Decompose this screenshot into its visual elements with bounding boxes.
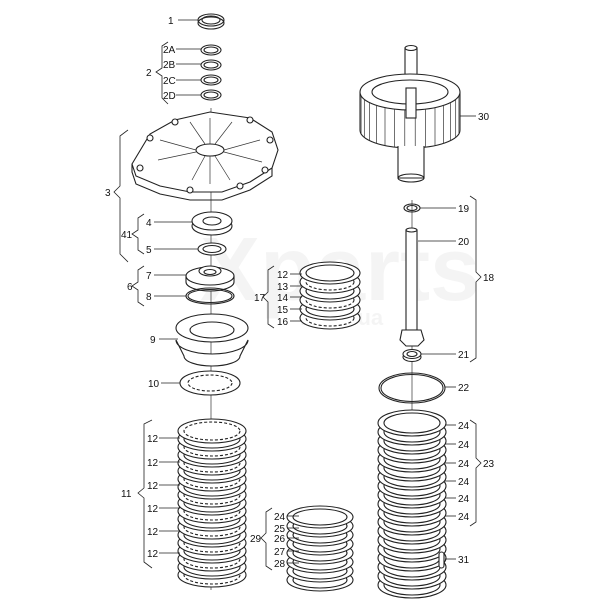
callout-12[interactable]: 12 <box>147 527 159 538</box>
callout-31[interactable]: 31 <box>458 555 470 566</box>
callout-2c[interactable]: 2C <box>163 76 176 87</box>
callout-24[interactable]: 24 <box>274 512 286 523</box>
callout-22[interactable]: 22 <box>458 383 470 394</box>
clutch-plate <box>299 261 361 285</box>
clutch-plate-inner <box>183 421 241 441</box>
callout-12[interactable]: 12 <box>147 481 159 492</box>
part-4-bearing[interactable] <box>191 211 233 236</box>
callout-17[interactable]: 17 <box>254 293 266 304</box>
callout-4[interactable]: 4 <box>146 218 152 229</box>
clutch-plate-inner <box>292 508 348 526</box>
part-3-housing[interactable] <box>131 111 279 201</box>
callout-6[interactable]: 6 <box>127 282 133 293</box>
callout-12[interactable]: 12 <box>277 270 289 281</box>
callout-24[interactable]: 24 <box>458 494 470 505</box>
callout-24[interactable]: 24 <box>458 477 470 488</box>
part-17-clutch-pack[interactable] <box>299 261 361 330</box>
clutch-plate-inner <box>305 273 355 291</box>
callout-7[interactable]: 7 <box>146 271 152 282</box>
part-1-ring[interactable] <box>197 13 225 30</box>
part-21-washer[interactable] <box>402 348 422 363</box>
clutch-plate <box>177 418 247 444</box>
callout-21[interactable]: 21 <box>458 350 470 361</box>
callout-12[interactable]: 12 <box>147 434 159 445</box>
callout-2[interactable]: 2 <box>146 68 152 79</box>
part-29-clutch-pack[interactable] <box>286 505 354 592</box>
callout-18[interactable]: 18 <box>483 273 495 284</box>
part-7-piston[interactable] <box>185 265 235 292</box>
callout-9[interactable]: 9 <box>150 335 156 346</box>
callout-12[interactable]: 12 <box>147 458 159 469</box>
part-20-shaft[interactable] <box>399 227 425 347</box>
part-23-clutch-pack[interactable] <box>377 409 447 599</box>
callout-11[interactable]: 11 <box>121 489 132 500</box>
clutch-plate-inner <box>305 291 355 309</box>
part-10-splined-disc[interactable] <box>179 370 241 396</box>
callout-16[interactable]: 16 <box>277 317 289 328</box>
callout-2d[interactable]: 2D <box>163 91 176 102</box>
callout-25[interactable]: 25 <box>274 524 286 535</box>
callout-24[interactable]: 24 <box>458 459 470 470</box>
callout-2b[interactable]: 2B <box>163 60 176 71</box>
part-31-pin[interactable] <box>438 551 445 569</box>
callout-5[interactable]: 5 <box>146 245 152 256</box>
callout-29[interactable]: 29 <box>250 534 262 545</box>
callout-26[interactable]: 26 <box>274 534 286 545</box>
clutch-plate-inner <box>383 412 441 434</box>
clutch-plate-inner <box>305 264 355 282</box>
callout-19[interactable]: 19 <box>458 204 470 215</box>
callout-24[interactable]: 24 <box>458 440 470 451</box>
callout-14[interactable]: 14 <box>277 293 289 304</box>
callout-20[interactable]: 20 <box>458 237 470 248</box>
callout-10[interactable]: 10 <box>148 379 160 390</box>
brackets <box>113 41 482 571</box>
leader-lines <box>154 19 476 564</box>
callout-12[interactable]: 12 <box>147 549 159 560</box>
callout-labels: 1 2A 2B 2C 2D 2 3 4 41 5 7 6 8 9 10 12 1… <box>105 16 495 570</box>
part-5-circlip[interactable] <box>197 242 227 256</box>
clutch-plate <box>377 409 447 437</box>
callout-24[interactable]: 24 <box>458 512 470 523</box>
callout-1[interactable]: 1 <box>168 16 174 27</box>
callout-8[interactable]: 8 <box>146 292 152 303</box>
callout-2a[interactable]: 2A <box>163 45 176 56</box>
callout-3[interactable]: 3 <box>105 188 111 199</box>
callout-15[interactable]: 15 <box>277 305 289 316</box>
callout-30[interactable]: 30 <box>478 112 490 123</box>
callout-12[interactable]: 12 <box>147 504 159 515</box>
part-2-shims[interactable] <box>200 44 222 101</box>
part-30-drum[interactable] <box>359 44 461 183</box>
callout-23[interactable]: 23 <box>483 459 495 470</box>
callout-13[interactable]: 13 <box>277 282 289 293</box>
callout-24[interactable]: 24 <box>458 421 470 432</box>
part-11-clutch-pack[interactable] <box>177 418 247 588</box>
callout-27[interactable]: 27 <box>274 547 286 558</box>
clutch-plate-inner <box>305 309 355 327</box>
part-9-spring-plate[interactable] <box>175 313 249 367</box>
part-22-snap-ring[interactable] <box>378 372 446 404</box>
clutch-plate <box>286 505 354 529</box>
callout-28[interactable]: 28 <box>274 559 286 570</box>
callout-41[interactable]: 41 <box>121 230 133 241</box>
